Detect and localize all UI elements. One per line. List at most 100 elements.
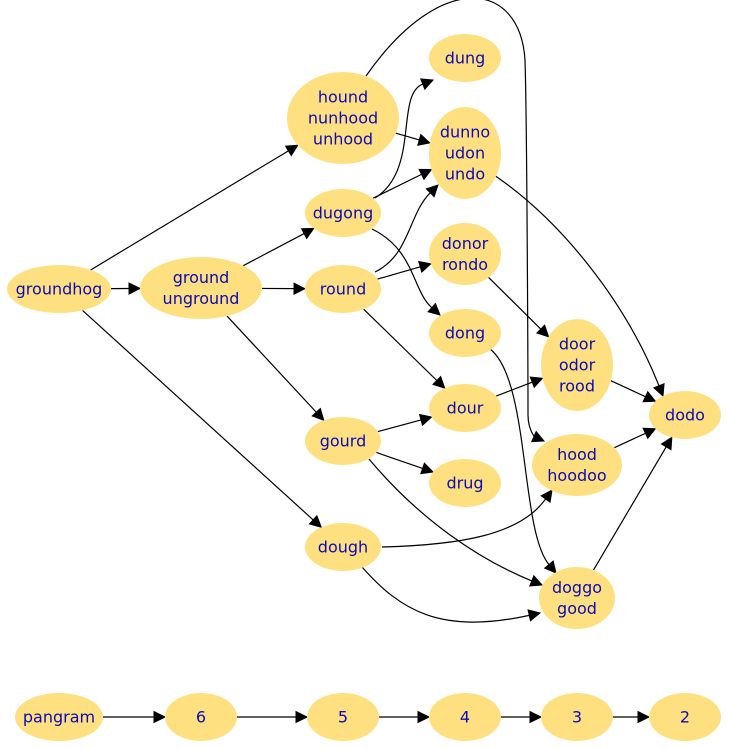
edge-dong-to-doggo xyxy=(489,348,557,574)
node-pangram: pangram xyxy=(15,693,103,741)
node-shape xyxy=(165,693,237,741)
node-dodo: dodo xyxy=(649,391,721,439)
node-label: dodo xyxy=(665,406,705,425)
node-hood: hood hoodoo xyxy=(532,434,622,496)
edge-dugong-to-dong xyxy=(371,228,441,316)
edge-round-to-dunno xyxy=(374,184,439,273)
node-label: good xyxy=(557,599,597,618)
node-shape xyxy=(429,309,501,357)
node-label: unhood xyxy=(313,130,373,149)
node-shape xyxy=(287,72,399,164)
edges-layer xyxy=(82,0,673,724)
node-shape xyxy=(532,434,622,496)
node-label: 6 xyxy=(196,708,206,727)
edge-hood-to-dodo xyxy=(614,427,657,449)
edge-gourd-to-drug xyxy=(376,451,435,475)
edge-door-to-dodo xyxy=(610,380,657,403)
node-shape xyxy=(649,693,721,741)
edge-dunno-to-dodo xyxy=(493,174,665,398)
node-label: 3 xyxy=(572,708,582,727)
node-donor: donor rondo xyxy=(429,223,501,285)
edge-round-to-dour xyxy=(363,308,446,389)
edge-dugong-to-dunno xyxy=(372,168,433,199)
node-label: drug xyxy=(446,474,483,493)
node-shape xyxy=(305,189,381,237)
node-label: pangram xyxy=(23,708,95,727)
node-drug: drug xyxy=(429,459,501,507)
node-dour: dour xyxy=(429,384,501,432)
node-shape xyxy=(305,417,381,465)
node-groundhog: groundhog xyxy=(7,265,111,313)
node-n5: 5 xyxy=(307,693,379,741)
edge-dugong-to-dung xyxy=(374,78,435,199)
nodes-layer: groundhog ground unground hound nunhood unhoo… xyxy=(7,34,721,741)
node-label: gourd xyxy=(320,432,367,451)
node-label: hoodoo xyxy=(547,466,606,485)
node-label: hood xyxy=(557,445,597,464)
node-shape xyxy=(429,34,501,82)
node-shape xyxy=(649,391,721,439)
node-label: ground xyxy=(173,268,230,287)
node-shape xyxy=(539,567,615,629)
node-label: 4 xyxy=(460,708,470,727)
node-shape xyxy=(429,459,501,507)
edge-gourd-to-dour xyxy=(377,413,433,433)
edge-groundhog-to-hound xyxy=(90,144,299,271)
node-n4: 4 xyxy=(429,693,501,741)
edge-pangram-to-n6 xyxy=(103,710,167,724)
edge-n3-to-n2 xyxy=(613,710,651,724)
node-gourd: gourd xyxy=(305,417,381,465)
node-label: undo xyxy=(445,165,485,184)
edge-groundhog-to-dough xyxy=(82,309,323,529)
node-label: dung xyxy=(445,49,486,68)
node-label: round xyxy=(320,280,366,299)
node-label: odor xyxy=(559,356,596,375)
edge-hound-to-hood xyxy=(365,0,546,443)
node-ground: ground unground xyxy=(140,257,262,319)
node-dong: dong xyxy=(429,309,501,357)
edge-n4-to-n3 xyxy=(501,710,543,724)
node-n2: 2 xyxy=(649,693,721,741)
node-shape xyxy=(307,693,379,741)
node-label: rood xyxy=(559,377,595,396)
node-shape xyxy=(541,319,613,411)
node-shape xyxy=(140,257,262,319)
edge-ground-to-dugong xyxy=(243,227,315,267)
node-label: nunhood xyxy=(308,109,378,128)
node-label: udon xyxy=(445,144,485,163)
node-label: doggo xyxy=(552,578,602,597)
node-shape xyxy=(429,384,501,432)
edge-dough-to-hood xyxy=(381,489,553,548)
node-shape xyxy=(15,693,103,741)
edge-gourd-to-doggo xyxy=(368,458,544,587)
node-label: door xyxy=(559,335,596,354)
edge-donor-to-door xyxy=(488,276,550,338)
node-shape xyxy=(7,265,111,313)
node-round: round xyxy=(305,265,381,313)
node-label: dong xyxy=(445,324,485,343)
node-dung: dung xyxy=(429,34,501,82)
node-label: dour xyxy=(447,399,484,418)
node-label: rondo xyxy=(442,255,488,274)
node-label: hound xyxy=(318,88,368,107)
edge-n5-to-n4 xyxy=(379,710,431,724)
node-label: unground xyxy=(163,289,240,308)
edge-hound-to-dunno xyxy=(395,132,431,146)
node-shape xyxy=(305,523,381,571)
node-dough: dough xyxy=(305,523,381,571)
edge-ground-to-gourd xyxy=(226,315,325,422)
node-door: door odor rood xyxy=(541,319,613,411)
node-label: dugong xyxy=(313,204,374,223)
edge-n6-to-n5 xyxy=(237,710,309,724)
edge-dour-to-door xyxy=(495,376,544,397)
edge-dough-to-doggo xyxy=(361,566,542,623)
edge-groundhog-to-ground xyxy=(110,282,142,295)
node-n6: 6 xyxy=(165,693,237,741)
node-shape xyxy=(541,693,613,741)
node-dugong: dugong xyxy=(305,189,381,237)
node-label: dough xyxy=(318,538,368,557)
node-label: donor xyxy=(442,234,489,253)
node-shape xyxy=(429,107,501,199)
